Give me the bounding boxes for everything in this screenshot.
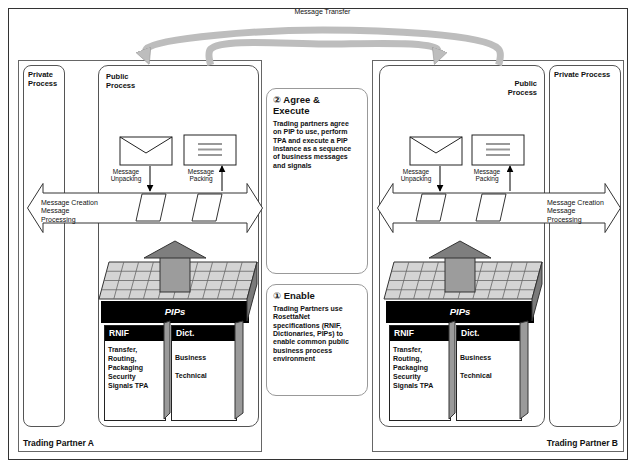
message-transfer-arrow [209,42,438,65]
envelope-message [472,135,524,165]
step-text: Trading partners agree on PIP to use, pe… [273,120,353,170]
pack-arrow [510,166,511,191]
document-sheet [136,194,166,221]
rnif-block-side [164,321,170,419]
envelope-body [120,137,172,165]
process-step-label: Message Packing [182,168,220,183]
message-band-arrow: Message Creation Message Processing [27,183,263,233]
envelope-body [184,135,236,165]
step-note-box: ① EnableTrading Partners use RosettaNet … [266,284,368,396]
bar-label: PIPs [101,301,249,323]
dictionary-block: Dict.Business Technical [456,325,522,421]
envelope-open [410,137,462,165]
trading-partner-box: Trading Partner B Private Process Public P… [372,60,624,452]
pips-grid-lines [102,262,255,299]
process-step-label: Message Packing [468,168,506,183]
lane-title: Private Process [24,66,64,88]
envelope-flap [120,137,172,153]
process-step-label: Message Unpacking [108,168,144,183]
band-label: Message Creation Message Processing [547,199,605,224]
band-label: Message Creation Message Processing [41,199,103,224]
envelope-body [472,135,524,165]
message-band-arrow: Message Creation Message Processing [377,183,621,233]
lane-title: Public Process [492,66,544,97]
message-lines [198,144,222,155]
rnif-block: RNIFTransfer, Routing, Packaging Securit… [104,325,166,421]
up-arrow-head [144,241,206,258]
band-arrow-shape [377,183,621,233]
connector-label: Message Transfer [292,8,352,16]
block-items: Transfer, Routing, Packaging Security Si… [105,341,153,394]
pips-slab-side [247,262,257,321]
pips-bar: PIPs [101,301,249,323]
envelope-body [410,137,462,165]
block-title: RNIF [390,326,450,341]
block-items: Business Technical [457,341,505,389]
dictionary-block: Dict.Business Technical [171,325,237,421]
partner-label: Trading Partner B [547,438,618,448]
unpack-arrow [440,166,441,191]
document-sheet [192,194,222,221]
dictionary-block-side [235,321,243,419]
pips-grid-face [99,262,257,299]
pack-arrow [222,166,223,191]
block-items: Business Technical [172,341,220,389]
step-note-box: ② Agree & ExecuteTrading partners agree … [266,88,368,274]
band-arrow-outline [378,184,621,233]
band-arrow-outline [28,184,263,233]
process-step-label: Message Unpacking [398,168,434,183]
envelope-open [120,137,172,165]
block-title: Dict. [172,326,236,341]
private-process-lane: Private Process [549,65,621,427]
step-heading: ① Enable [273,291,337,302]
lane-title: Private Process [550,66,620,80]
public-process-lane: Public ProcessPIPsRNIFTransfer, Routing,… [379,65,545,427]
unpack-arrow [150,166,151,191]
lane-title: Public Process [99,66,151,90]
block-title: Dict. [457,326,521,341]
public-process-lane: Public ProcessPIPsRNIFTransfer, Routing,… [98,65,259,427]
partner-label: Trading Partner A [23,438,94,448]
up-arrow-shaft [160,257,190,292]
envelope-flap [410,137,462,153]
message-lines [486,144,510,155]
block-title: RNIF [105,326,165,341]
message-transfer-arrow [145,30,500,65]
step-heading: ② Agree & Execute [273,95,337,117]
outer-frame [9,9,628,460]
step-text: Trading Partners use RosettaNet specific… [273,305,353,364]
document-sheet [476,194,506,221]
document-sheet [416,194,446,221]
pips-stack [99,241,257,419]
envelope-message [184,135,236,165]
bar-label: PIPs [386,301,534,323]
block-items: Transfer, Routing, Packaging Security Si… [390,341,438,394]
pips-bar: PIPs [386,301,534,323]
rnif-block: RNIFTransfer, Routing, Packaging Securit… [389,325,451,421]
pips-stack [384,241,542,419]
trading-partner-box: Trading Partner A Private Process Public P… [18,60,262,452]
private-process-lane: Private Process [23,65,65,427]
